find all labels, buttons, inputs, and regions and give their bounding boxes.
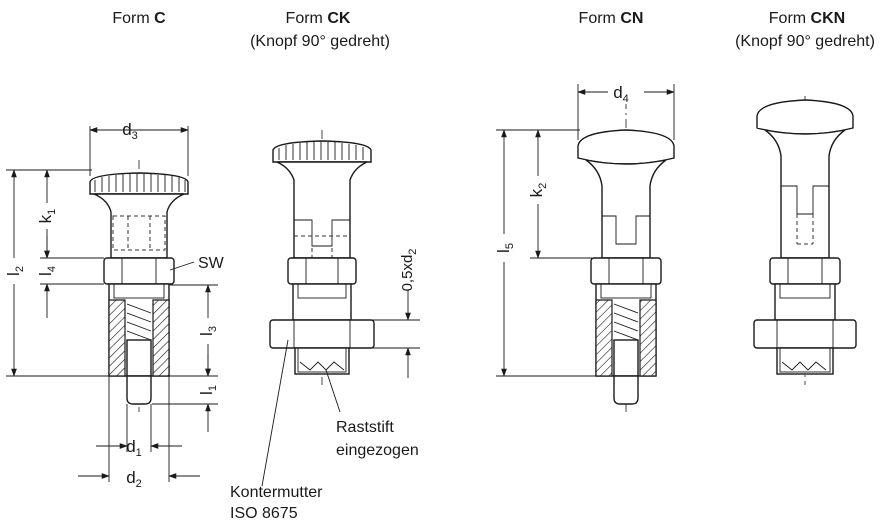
- dim-l5-label: l5: [494, 243, 516, 253]
- form-c-spring: [126, 303, 152, 341]
- form-c-hex-nut: [103, 257, 175, 285]
- form-ck-drawing: 0,5xd2: [261, 130, 420, 487]
- form-ckn-note: (Knopf 90° gedreht): [735, 33, 875, 50]
- form-ckn-drawing: [753, 96, 857, 385]
- form-cn-hex-nut: [590, 257, 662, 285]
- dim-l1-label: l1: [197, 385, 219, 395]
- form-c-section-hatch: [108, 299, 126, 377]
- form-ck-knob: [272, 140, 372, 163]
- dim-l4-label: l4: [36, 266, 58, 276]
- dim-l2-label: l2: [4, 266, 26, 276]
- form-ck-neck: [276, 161, 368, 259]
- form-cn-drawing: d4 k2 l5: [494, 80, 675, 412]
- form-cn-knob: [577, 129, 675, 165]
- dim-d4-label: d4: [613, 83, 629, 105]
- dim-k2-label: k2: [527, 183, 549, 198]
- form-cn-pin: [613, 375, 639, 405]
- form-ck-title: Form CK: [286, 10, 351, 27]
- form-c-neck: [93, 193, 185, 259]
- kontermutter-leader: [261, 339, 289, 487]
- dim-d3-label: d3: [122, 120, 138, 142]
- raststift-leader: [325, 369, 341, 413]
- form-ckn-title: Form CKN: [769, 10, 845, 27]
- form-ckn-body-end: [776, 347, 834, 375]
- dim-sw-label: SW: [198, 255, 225, 272]
- form-ck-threaded-body: [292, 283, 352, 321]
- form-c-title: Form C: [112, 10, 166, 27]
- form-ckn-hex-nut: [769, 257, 841, 285]
- form-ckn-neck: [764, 129, 846, 259]
- form-c-hidden-bore: [112, 215, 166, 251]
- dim-k1-label: k1: [36, 209, 58, 224]
- dim-d2-label: d2: [126, 468, 142, 490]
- dim-xd2-label: 0,5xd2: [399, 249, 419, 292]
- dim-d1-label: d1: [126, 437, 142, 459]
- dim-l3-label: l3: [197, 326, 219, 336]
- form-cn-neck: [585, 159, 667, 259]
- form-ckn-lock-nut: [753, 319, 857, 349]
- form-c-knob: [89, 172, 189, 195]
- form-c-drawing: d3 k1 l2 l4 SW l3 l1 d1 d2: [4, 120, 225, 490]
- form-cn-section-hatch: [595, 299, 613, 377]
- form-ckn-knob: [756, 99, 854, 135]
- raststift-note: Raststift eingezogen: [336, 419, 419, 459]
- form-ckn-threaded-body: [774, 283, 836, 321]
- form-ck-lock-nut: [269, 319, 375, 349]
- form-ck-note: (Knopf 90° gedreht): [250, 33, 390, 50]
- kontermutter-note: Kontermutter ISO 8675: [230, 484, 327, 522]
- form-cn-title: Form CN: [579, 10, 644, 27]
- form-ck-hex-nut: [287, 257, 357, 285]
- form-c-pin: [126, 375, 152, 405]
- form-ck-body-end: [294, 347, 350, 375]
